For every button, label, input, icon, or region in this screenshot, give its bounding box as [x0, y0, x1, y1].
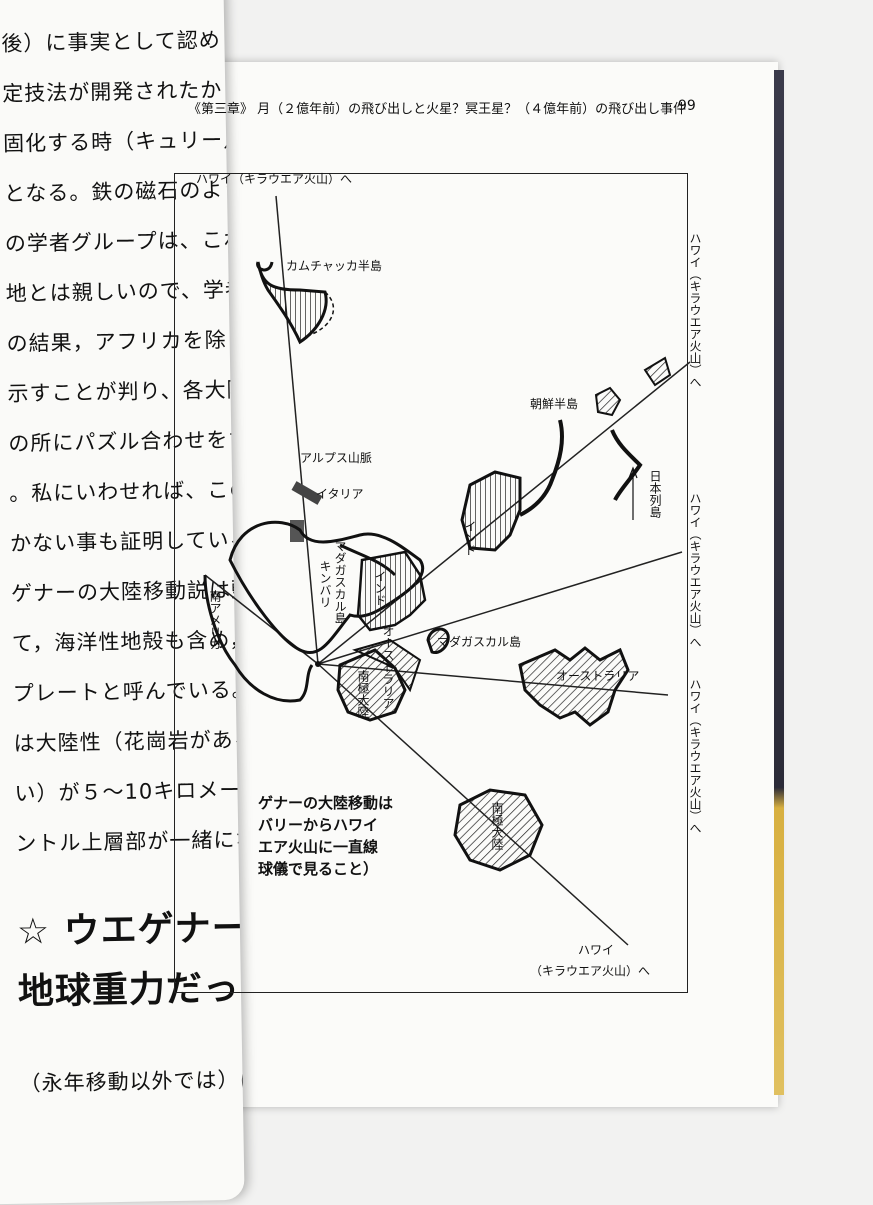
label-hawaii-right-2: ハワイ（キラウエア火山）へ — [688, 492, 702, 648]
label-korea: 朝鮮半島 — [530, 396, 578, 411]
kamchatka-shape — [256, 261, 328, 345]
label-italy: イタリア — [316, 487, 364, 501]
label-antarctica-1: 南極大陸 — [356, 669, 370, 719]
label-australia-vertical: オーストラリア — [381, 625, 395, 709]
chapter-label: 《第三章》 — [188, 102, 254, 117]
figure-frame — [174, 173, 688, 993]
label-madagascar: マダガスカル島 — [437, 634, 521, 649]
label-alps: アルプス山脈 — [300, 451, 372, 465]
label-hawaii-bottom-1: ハワイ — [578, 943, 614, 957]
madagascar-shape — [426, 627, 450, 655]
label-kimberley: キンバリ — [318, 560, 332, 608]
south-america-outline — [203, 574, 314, 703]
japan-shape — [610, 429, 643, 501]
label-madagascar-vertical: マダガスカル島 — [333, 540, 347, 625]
australia-shape — [518, 646, 630, 727]
siberia-shape — [460, 470, 522, 552]
label-india-2: インド — [463, 520, 477, 556]
korea-shape — [594, 386, 622, 417]
book-spine — [774, 70, 784, 1095]
label-south-america: 南アメリカ — [208, 589, 222, 650]
caption-line: バリーからハワイ — [258, 816, 379, 834]
label-india: インド — [373, 570, 387, 606]
label-australia: オーストラリア — [556, 669, 639, 683]
label-hawaii-right-1: ハワイ（キラウエア火山）へ — [688, 232, 702, 388]
label-japan: 日本列島 — [648, 470, 662, 519]
caption-line: 球儀で見ること） — [258, 860, 379, 878]
right-page — [150, 62, 778, 1107]
caption-line: ゲナーの大陸移動は — [258, 794, 394, 812]
caption-line: エア火山に一直線 — [258, 838, 379, 856]
page-number: 99 — [678, 98, 696, 114]
label-antarctica-2: 南極大陸 — [490, 801, 504, 851]
label-hawaii-top: ハワイ（キラウエア火山）へ — [196, 172, 352, 186]
label-hawaii-bottom-2: （キラウエア火山）へ — [530, 964, 650, 978]
figure-caption: ゲナーの大陸移動は バリーからハワイ エア火山に一直線 球儀で見ること） — [258, 792, 393, 880]
label-kamchatka: カムチャッカ半島 — [286, 258, 382, 273]
antarctica-shape-2 — [453, 788, 544, 872]
label-hawaii-right-3: ハワイ（キラウエア火山）へ — [688, 678, 702, 834]
running-header: 《第三章》 月（２億年前）の飛び出しと火星？冥王星？（４億年前）の飛び出し事件 … — [188, 98, 748, 117]
india-shape — [356, 550, 427, 632]
alps-shape — [291, 481, 323, 505]
chapter-title: 月（２億年前）の飛び出しと火星？冥王星？（４億年前）の飛び出し事件 — [257, 102, 687, 117]
